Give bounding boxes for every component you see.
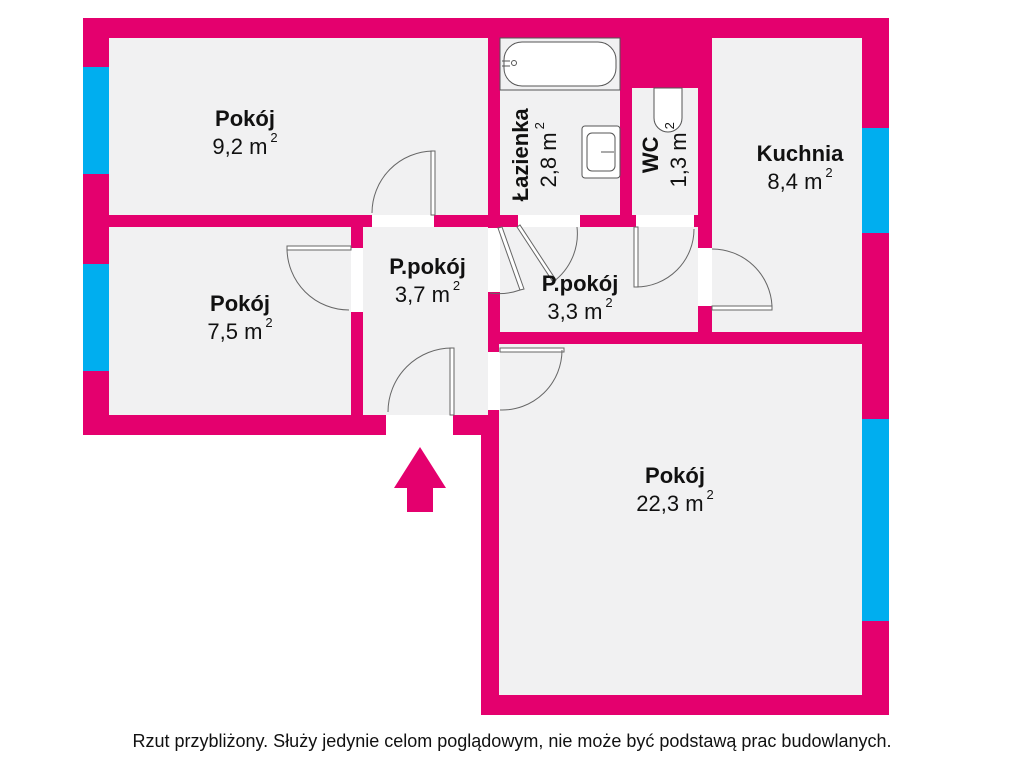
floor-kuchnia: [712, 38, 862, 332]
room-name: Pokój: [215, 106, 275, 131]
room-label-wc: WC 1,3 m2: [638, 95, 692, 215]
toilet-icon: [653, 87, 683, 133]
entrance-arrow-icon: [394, 447, 446, 512]
room-name: WC: [638, 136, 664, 174]
floor-pokoj-3: [499, 344, 862, 695]
window: [862, 128, 889, 233]
floor-pokoj-1: [109, 38, 488, 215]
fixtures: [499, 37, 683, 179]
room-name: P.pokój: [541, 271, 619, 296]
room-label-lazienka: Łazienka 2,8 m2: [508, 90, 562, 220]
room-area: 2,8 m2: [532, 122, 562, 188]
door-openings: [351, 215, 712, 435]
window: [83, 264, 109, 371]
room-name: P.pokój: [389, 254, 466, 279]
windows: [83, 67, 889, 621]
disclaimer-text: Rzut przybliżony. Służy jedynie celom po…: [132, 731, 892, 751]
room-name: Kuchnia: [756, 141, 844, 166]
room-name: Pokój: [210, 291, 270, 316]
room-area: 1,3 m2: [662, 122, 692, 188]
room-name: Pokój: [645, 463, 705, 488]
floor-przedpokoj-1: [363, 227, 488, 415]
door-swings: [286, 150, 773, 416]
window: [83, 67, 109, 174]
floor-pokoj-2: [109, 227, 351, 415]
bathtub-icon: [503, 41, 617, 87]
room-name: Łazienka: [508, 108, 534, 202]
window: [862, 419, 889, 621]
